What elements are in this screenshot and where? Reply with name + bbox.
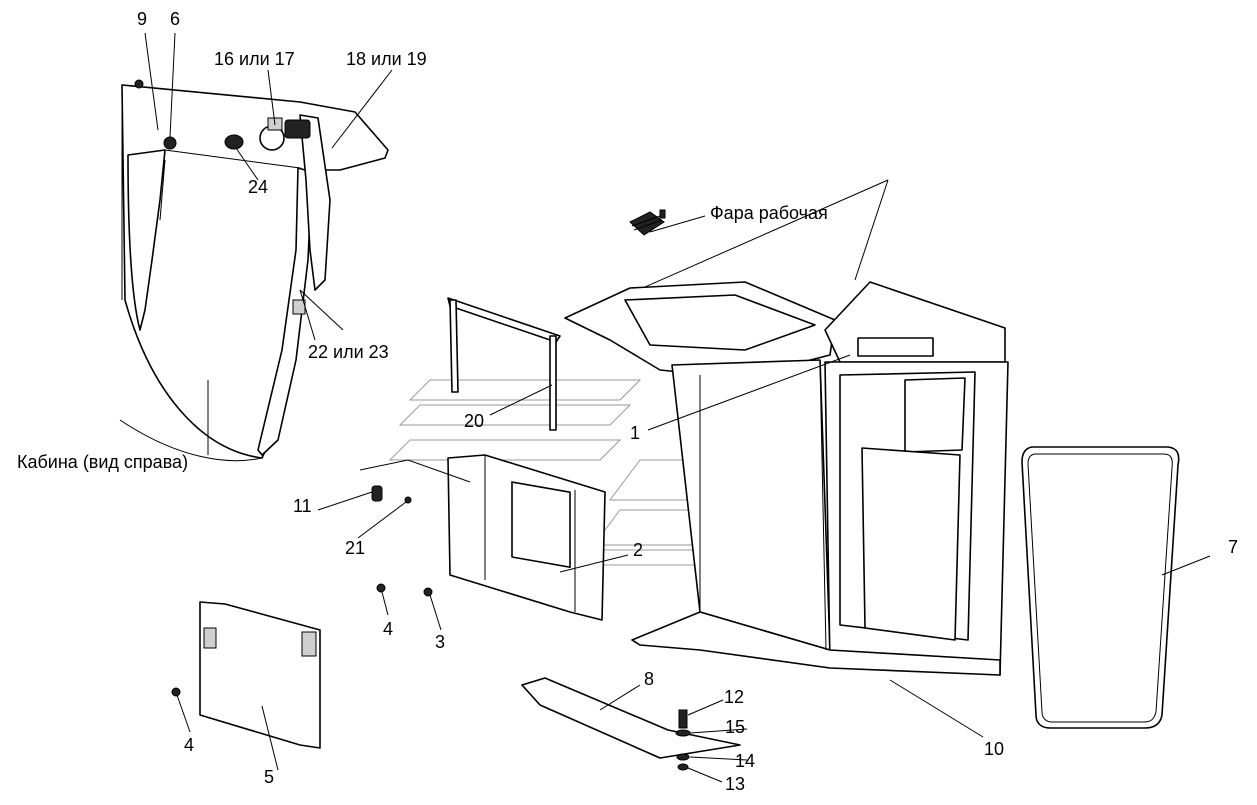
leader-lines (119, 32, 1211, 783)
callout-12: 12 (724, 687, 745, 707)
callout-9: 9 (137, 9, 148, 29)
part-20-frame (447, 297, 561, 431)
callout-6: 6 (170, 9, 181, 29)
part-8-step (521, 677, 741, 759)
cab-side-view (121, 79, 389, 459)
callout-13: 13 (725, 774, 746, 794)
callout-16-or-17: 16 или 17 (214, 49, 295, 69)
callout-8: 8 (644, 669, 655, 689)
work-light (629, 209, 666, 236)
small-hardware (171, 485, 691, 771)
callout-4-upper: 4 (383, 619, 394, 639)
callout-2: 2 (633, 540, 644, 560)
callout-3: 3 (435, 632, 446, 652)
callout-5: 5 (264, 767, 275, 787)
part-5-plate (199, 601, 321, 749)
callout-15: 15 (725, 717, 746, 737)
callout-21: 21 (345, 538, 366, 558)
callout-4-lower: 4 (184, 735, 195, 755)
part-7-glass (1021, 446, 1180, 729)
callout-14: 14 (735, 751, 756, 771)
part-2-panel (447, 454, 606, 621)
callout-10: 10 (984, 739, 1005, 759)
callout-20: 20 (464, 411, 485, 431)
callout-cab-side-view: Кабина (вид справа) (17, 452, 189, 472)
callout-24: 24 (248, 177, 269, 197)
callout-18-or-19: 18 или 19 (346, 49, 427, 69)
cab-main-assembly (564, 179, 1009, 676)
callout-11: 11 (293, 496, 312, 516)
callout-work-light: Фара рабочая (710, 203, 828, 223)
callout-22-or-23: 22 или 23 (308, 342, 389, 362)
callout-7: 7 (1228, 537, 1239, 557)
callout-1: 1 (630, 423, 641, 443)
